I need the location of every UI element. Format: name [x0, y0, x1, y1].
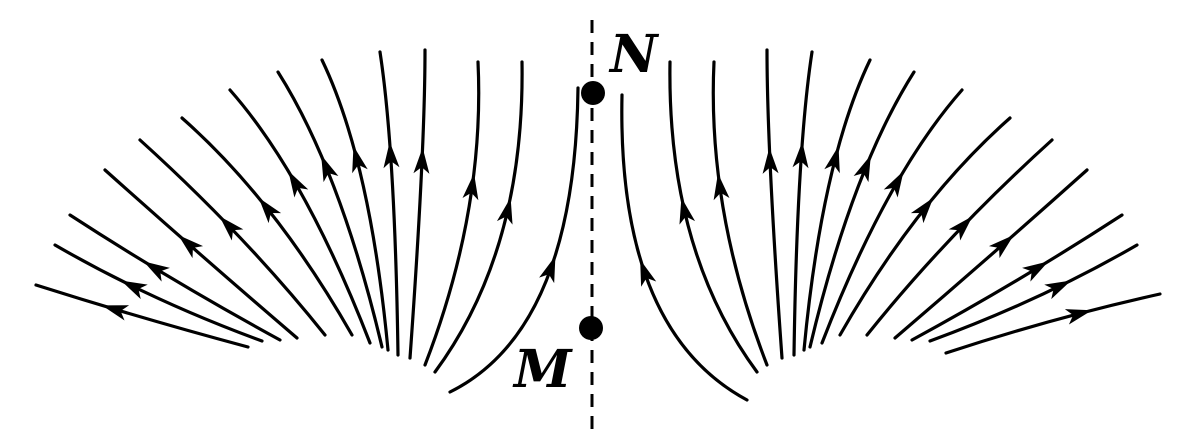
- field-line-left-12: [423, 60, 481, 367]
- arrowhead-left-6: [258, 197, 282, 224]
- label-n: N: [608, 24, 660, 85]
- arrowhead-right-5: [948, 216, 973, 241]
- field-line-left-14: [448, 86, 580, 394]
- field-line-right-11: [765, 48, 784, 360]
- field-line-right-5: [865, 138, 1054, 337]
- arrowhead-right-7: [883, 170, 904, 198]
- field-line-right-9: [802, 58, 872, 352]
- arrowhead-right-1: [1064, 309, 1093, 325]
- label-m: M: [512, 339, 573, 400]
- arrowhead-right-12: [713, 173, 730, 201]
- field-line-left-13: [433, 60, 524, 374]
- arrowhead-left-1: [101, 305, 130, 321]
- arrowhead-right-13: [679, 197, 696, 225]
- field-line-right-2: [928, 243, 1139, 343]
- field-line-right-14: [620, 93, 749, 402]
- arrowhead-left-14: [539, 255, 556, 284]
- arrowhead-left-11: [413, 147, 430, 174]
- field-line-left-11: [408, 48, 427, 360]
- arrowhead-right-11: [762, 147, 779, 174]
- field-line-left-1: [34, 283, 250, 349]
- arrowhead-left-9: [352, 146, 368, 174]
- field-line-left-3: [68, 213, 282, 342]
- arrowhead-left-10: [383, 141, 400, 169]
- arrowhead-right-6: [910, 197, 934, 224]
- arrowhead-left-13: [496, 197, 513, 225]
- arrowhead-left-8: [321, 155, 339, 183]
- field-line-right-6: [838, 116, 1012, 337]
- field-line-left-10: [378, 50, 400, 357]
- field-line-left-6: [180, 116, 354, 337]
- arrowhead-right-2: [1044, 280, 1072, 300]
- field-line-right-10: [792, 50, 814, 357]
- field-line-left-9: [320, 58, 390, 352]
- arrowhead-left-12: [462, 173, 479, 201]
- field-line-left-4: [103, 168, 299, 340]
- arrowhead-right-9: [824, 146, 840, 174]
- arrowhead-left-2: [120, 280, 148, 300]
- field-lines-left: [34, 48, 580, 394]
- arrowhead-right-3: [1022, 261, 1049, 282]
- arrowhead-left-4: [178, 234, 204, 259]
- field-line-left-5: [138, 138, 327, 337]
- field-line-right-4: [893, 168, 1089, 340]
- arrowhead-left-5: [219, 216, 244, 241]
- field-line-right-8: [808, 70, 916, 349]
- arrowhead-right-8: [853, 155, 871, 183]
- field-line-left-2: [53, 243, 264, 343]
- arrowhead-right-14: [640, 259, 657, 287]
- field-lines-right: [620, 48, 1162, 402]
- arrowhead-right-10: [792, 141, 809, 169]
- field-line-right-7: [820, 88, 964, 345]
- field-line-right-12: [711, 60, 769, 367]
- arrowhead-left-3: [143, 261, 170, 282]
- field-line-left-7: [228, 88, 372, 345]
- field-line-left-8: [276, 70, 384, 349]
- arrowhead-right-4: [988, 234, 1014, 259]
- point-n: [581, 81, 605, 105]
- point-m: [579, 316, 603, 340]
- field-line-right-1: [944, 292, 1162, 355]
- arrowhead-left-7: [288, 170, 309, 198]
- field-line-right-3: [910, 213, 1124, 342]
- field-line-right-13: [668, 60, 759, 374]
